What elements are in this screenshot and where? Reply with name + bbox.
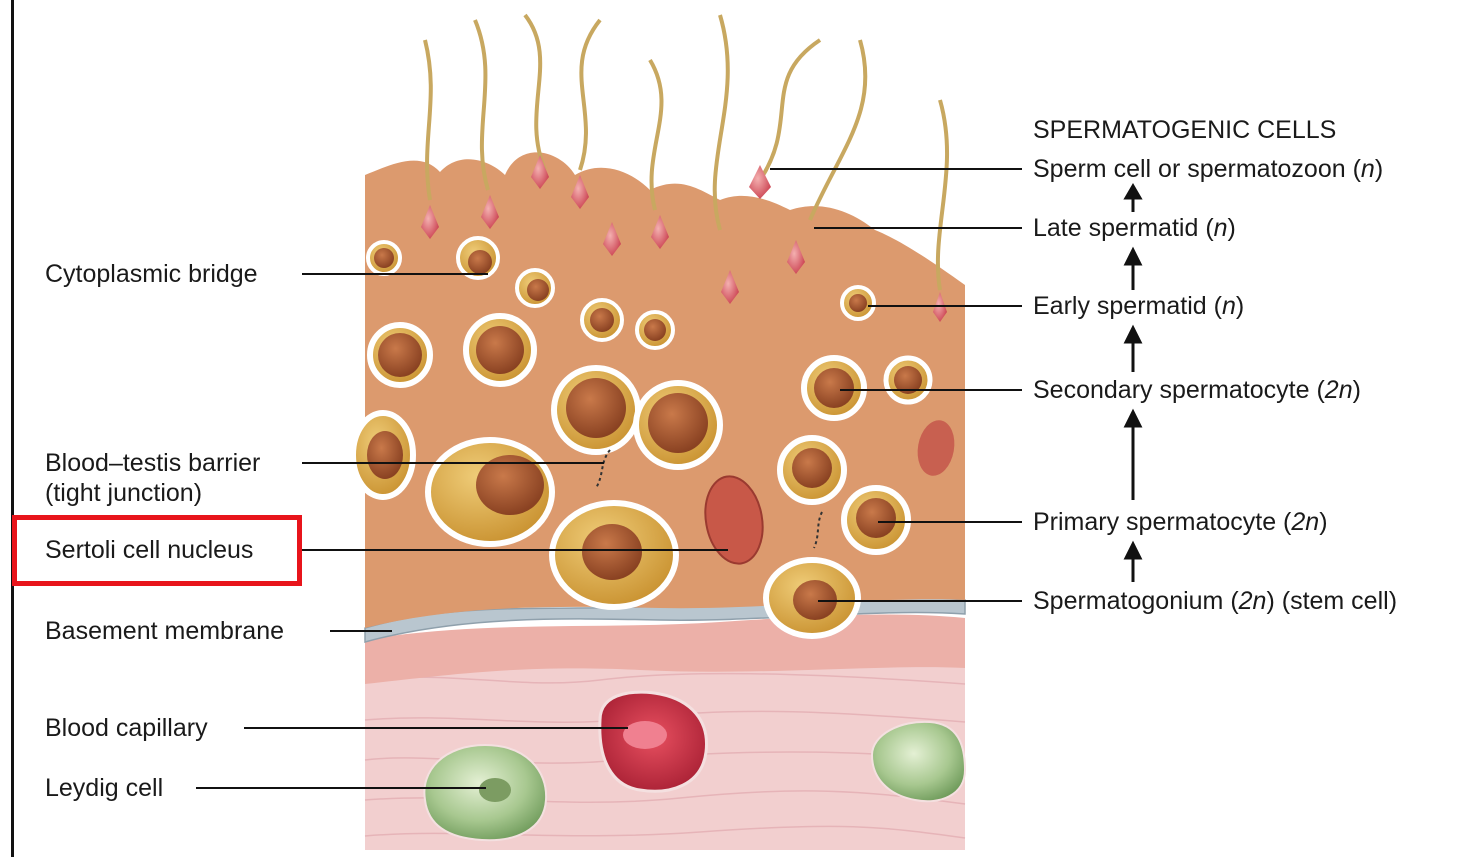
label-cytoplasmic-bridge: Cytoplasmic bridge (45, 259, 258, 289)
label-tight-junction: (tight junction) (45, 478, 202, 508)
label-secondary-spermatocyte: Secondary spermatocyte (2n) (1033, 375, 1361, 405)
label-primary-spermatocyte: Primary spermatocyte (2n) (1033, 507, 1328, 537)
label-sperm-cell: Sperm cell or spermatozoon (n) (1033, 154, 1383, 184)
label-leydig-cell: Leydig cell (45, 773, 163, 803)
label-basement-membrane: Basement membrane (45, 616, 284, 646)
label-blood-testis-barrier: Blood–testis barrier (45, 448, 260, 478)
label-early-spermatid: Early spermatid (n) (1033, 291, 1244, 321)
label-late-spermatid: Late spermatid (n) (1033, 213, 1236, 243)
label-spermatogonium: Spermatogonium (2n) (stem cell) (1033, 586, 1397, 616)
label-blood-capillary: Blood capillary (45, 713, 208, 743)
heading-spermatogenic-cells: SPERMATOGENIC CELLS (1033, 115, 1336, 145)
sertoli-highlight-box (12, 515, 302, 586)
